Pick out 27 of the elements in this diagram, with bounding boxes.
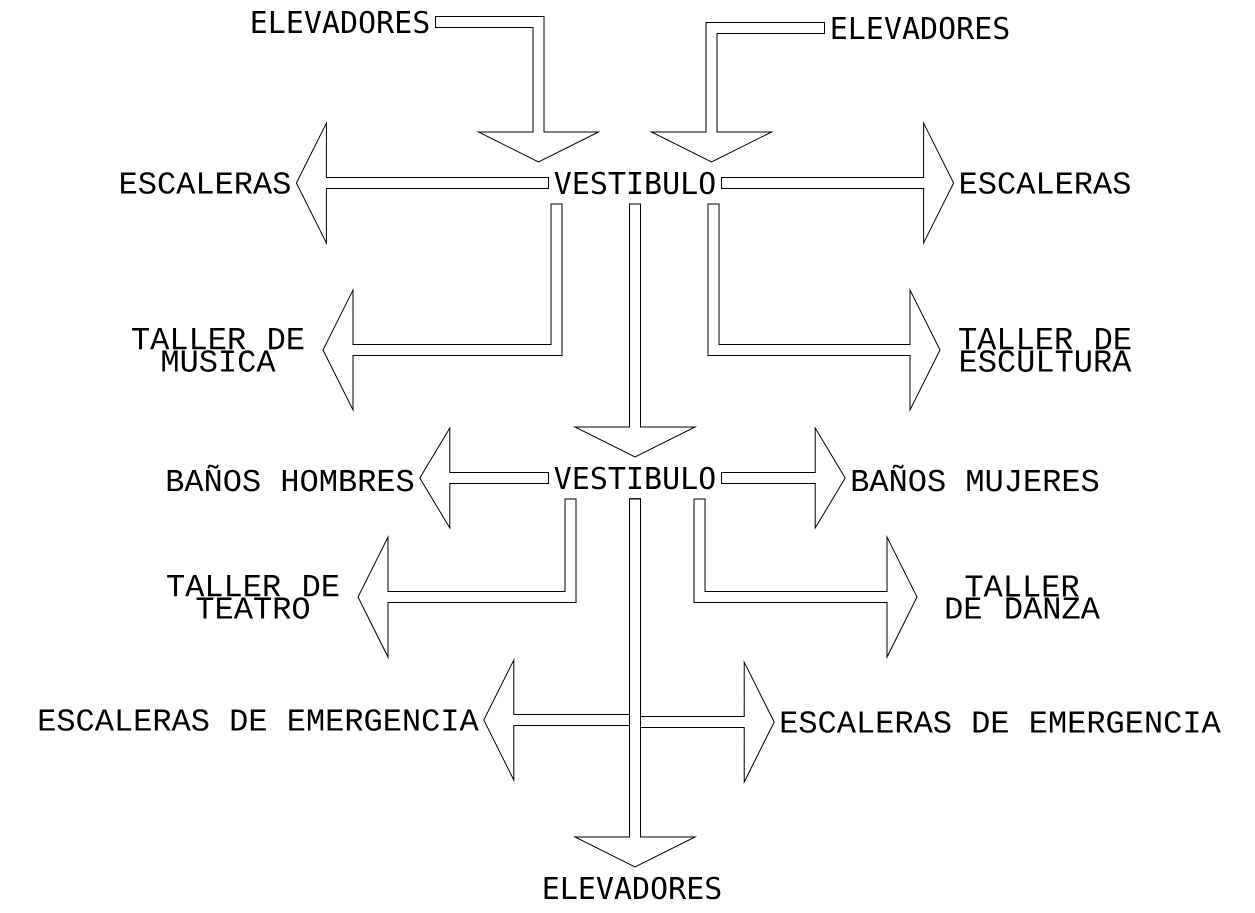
area-label: VESTIBULO xyxy=(554,466,715,490)
room-label: BAÑOS MUJERES xyxy=(852,464,1099,492)
area-label: ELEVADORES xyxy=(544,876,721,900)
hollow-arrow xyxy=(322,203,563,411)
area-label: ELEVADORES xyxy=(832,16,1009,40)
area-label: ELEVADORES xyxy=(252,10,429,34)
hollow-arrow xyxy=(721,122,955,244)
hollow-arrow xyxy=(651,22,825,163)
hollow-arrow xyxy=(295,122,549,244)
room-label: ESCALERAS DE EMERGENCIA xyxy=(39,709,479,731)
hollow-arrow xyxy=(435,16,599,163)
hollow-arrow xyxy=(693,498,918,658)
hollow-arrow xyxy=(419,427,549,529)
room-label: ESCALERAS DE EMERGENCIA xyxy=(781,711,1221,733)
room-label: BAÑOS HOMBRES xyxy=(167,464,414,492)
room-label: TALLER DE TEATRO xyxy=(167,575,339,619)
room-label: TALLER DE ESCULTURA xyxy=(959,328,1132,372)
hollow-arrow xyxy=(707,203,941,411)
area-label: VESTIBULO xyxy=(554,171,715,195)
room-label: ESCALERAS xyxy=(961,172,1130,194)
room-label: TALLER DE DANZA xyxy=(946,575,1100,619)
hollow-arrow xyxy=(574,498,696,868)
hollow-arrow xyxy=(357,498,577,658)
room-label: ESCALERAS xyxy=(121,172,290,194)
room-label: TALLER DE MUSICA xyxy=(132,328,304,372)
hollow-arrow xyxy=(574,203,696,458)
hollow-arrow xyxy=(721,427,846,529)
